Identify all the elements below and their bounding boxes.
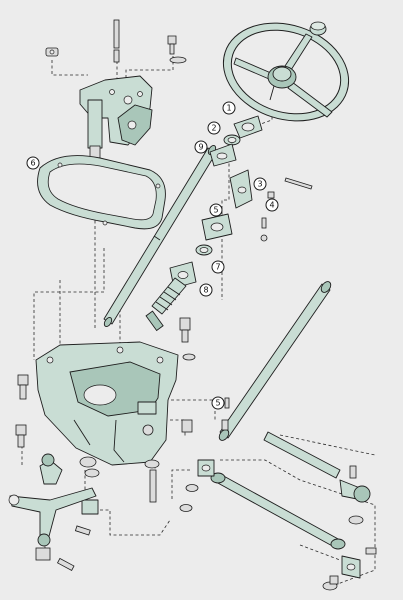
callout-8: 8 [199,283,213,297]
svg-text:7: 7 [215,263,220,272]
callout-4: 4 [265,198,279,212]
svg-text:5: 5 [213,206,218,215]
column-bearing-parts [169,115,313,289]
housing-hardware [15,353,196,503]
svg-text:4: 4 [269,201,274,210]
callout-7: 7 [211,260,225,274]
svg-text:6: 6 [30,159,35,168]
callout-9: 9 [194,140,208,154]
callout-5-lower: 5 [211,396,225,410]
pitman-arm [39,453,100,515]
steering-wheel [222,22,350,122]
callout-3: 3 [253,177,267,191]
drag-link [218,281,332,441]
svg-text:3: 3 [257,180,262,189]
housing-cover-gasket [37,155,166,230]
tie-rod [210,431,346,550]
svg-text:8: 8 [203,286,208,295]
svg-text:5: 5 [215,399,220,408]
svg-text:9: 9 [198,143,203,152]
idler-arm [8,487,97,571]
assembly-guide-lines [21,50,376,586]
small-hardware [179,419,339,585]
callout-2: 2 [207,121,221,135]
callout-5-upper: 5 [209,203,223,217]
svg-text:1: 1 [226,104,231,113]
callout-1: 1 [222,101,236,115]
steering-box-housing [35,341,179,466]
horn-button [309,21,327,36]
worm-gear [145,277,191,343]
tie-rod-end [197,459,377,591]
svg-text:2: 2 [211,124,216,133]
callout-6: 6 [26,156,40,170]
sector-shaft-cover [79,19,153,161]
cover-bolt-hardware [45,35,187,64]
